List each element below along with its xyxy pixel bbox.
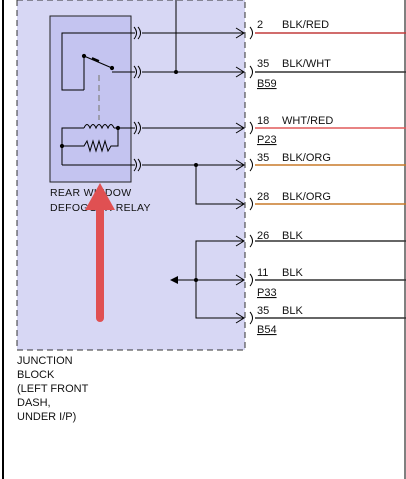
connector-label: B54 <box>257 324 277 336</box>
wire-color-label: BLK/ORG <box>282 191 331 203</box>
relay-box <box>49 15 132 183</box>
pin-label: 35 <box>257 305 269 317</box>
wire-color-label: BLK <box>282 305 303 317</box>
wire-color-label: BLK <box>282 230 303 242</box>
connector-chevrons <box>249 26 253 325</box>
annotation-arrow <box>85 183 115 322</box>
junction-block-label: UNDER I/P) <box>17 411 76 423</box>
connector-arrows <box>235 27 245 324</box>
wire-color-label: BLK <box>282 267 303 279</box>
pin-label: 35 <box>257 152 269 164</box>
connector-label: B59 <box>257 78 277 90</box>
wire-color-label: BLK/ORG <box>282 152 331 164</box>
junction-block-label: JUNCTION <box>17 355 73 367</box>
junction-block-label: DASH, <box>17 397 51 409</box>
pin-label: 26 <box>257 230 269 242</box>
wire-color-label: BLK/WHT <box>282 58 331 70</box>
splice-dot <box>194 163 198 167</box>
junction-block-label: (LEFT FRONT <box>17 383 89 395</box>
relay-name: REAR WINDOW <box>50 187 131 199</box>
wire-color-label: WHT/RED <box>282 115 333 127</box>
connector-label: P33 <box>257 287 277 299</box>
external-wires <box>255 32 406 319</box>
ground-arrow <box>170 276 178 284</box>
splice-dot <box>194 278 198 282</box>
pin-label: 35 <box>257 58 269 70</box>
wire-color-label: BLK/RED <box>282 19 329 31</box>
pin-label: 11 <box>257 267 268 279</box>
relay-switch <box>61 32 135 91</box>
junction-block-label: BLOCK <box>17 369 55 381</box>
relay-coil <box>59 124 135 166</box>
internal-wires <box>142 32 243 319</box>
relay-terminals <box>133 26 141 172</box>
pin-label: 2 <box>257 19 263 31</box>
pin-label: 18 <box>257 115 269 127</box>
pin-label: 28 <box>257 191 269 203</box>
connector-label: P23 <box>257 134 277 146</box>
